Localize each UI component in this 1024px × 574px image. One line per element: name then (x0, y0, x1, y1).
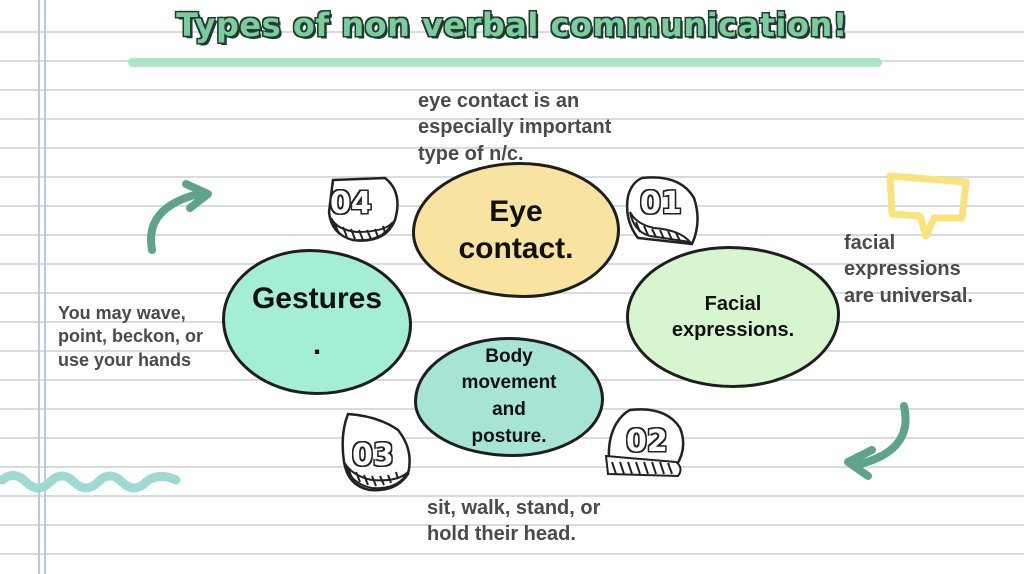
bubble-body-movement: Body movement and posture. (414, 337, 604, 457)
bubble-gestures: Gestures . (222, 249, 412, 395)
margin-line-left (38, 0, 40, 574)
wave-squiggle-icon (0, 471, 181, 493)
number-tag-04-shape (327, 176, 399, 242)
note-body-movement: sit, walk, stand, or hold their head. (427, 497, 601, 546)
curved-arrow-icon (147, 180, 212, 254)
title-underline (128, 58, 882, 67)
number-tag-02-shape (604, 408, 685, 478)
number-01: 01 (640, 186, 682, 221)
number-tag-01-shape (625, 176, 699, 246)
note-eye-contact: eye contact is an especially important t… (418, 90, 612, 165)
note-facial-expressions: facial expressions are universal. (844, 232, 973, 307)
bubble-eye-contact: Eye contact. (412, 162, 620, 298)
number-02: 02 (626, 424, 668, 459)
bubble-gestures-label: Gestures . (251, 281, 383, 362)
bubble-facial-expressions: Facial expressions. (626, 246, 840, 388)
margin-line-right (44, 0, 46, 574)
bubble-facial-expressions-label: Facial expressions. (671, 293, 795, 341)
number-tag-03-shape (341, 412, 411, 492)
number-03: 03 (352, 438, 394, 473)
curved-arrow-icon-bottom (844, 402, 910, 480)
note-gestures: You may wave, point, beckon, or use your… (58, 303, 204, 370)
page-title: Types of non verbal communication! (176, 6, 848, 44)
speech-bubble-icon (886, 172, 970, 240)
bubble-eye-contact-label: Eye contact. (458, 194, 574, 266)
bubble-body-movement-label: Body movement and posture. (461, 345, 557, 447)
number-04: 04 (330, 186, 372, 221)
